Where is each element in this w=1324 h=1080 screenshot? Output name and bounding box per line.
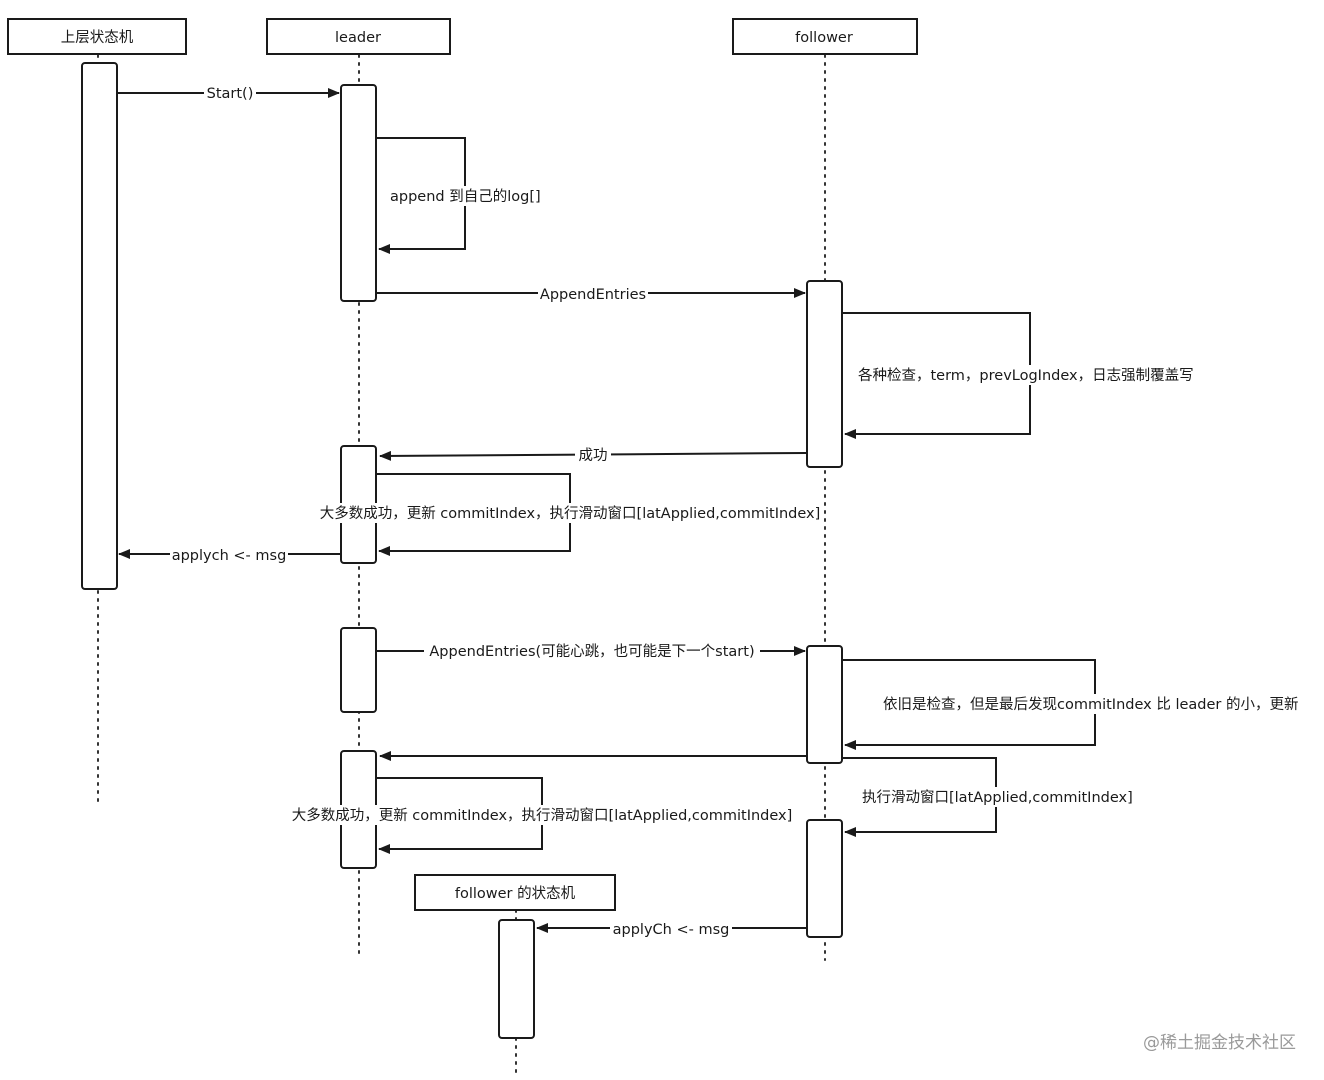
label-success: 成功 [579, 447, 608, 464]
label-follower-window: 执行滑动窗口[latApplied,commitIndex] [862, 788, 1133, 806]
label-append-entries-2: AppendEntries(可能心跳，也可能是下一个start) [429, 643, 754, 660]
activation-leader-1 [340, 84, 377, 302]
participant-follower: follower [732, 18, 918, 55]
label-follower-checks-2: 依旧是检查，但是最后发现commitIndex 比 leader 的小，更新 [883, 696, 1298, 713]
watermark: @稀土掘金技术社区 [1143, 1033, 1296, 1053]
participant-follower-sm-label: follower 的状态机 [455, 885, 576, 902]
label-follower-checks: 各种检查，term，prevLogIndex，日志强制覆盖写 [858, 367, 1194, 384]
activation-follower-2 [806, 645, 843, 764]
activation-follower-3 [806, 819, 843, 938]
participant-leader-label: leader [335, 30, 381, 46]
label-applych: applych <- msg [172, 548, 287, 564]
label-applych-2: applyCh <- msg [613, 922, 730, 938]
activation-follower-1 [806, 280, 843, 468]
label-append-entries: AppendEntries [540, 287, 646, 303]
participant-follower-label: follower [795, 30, 853, 46]
participant-leader: leader [266, 18, 451, 55]
activation-upper-sm [81, 62, 118, 590]
activation-leader-3 [340, 627, 377, 713]
participant-upper-sm-label: 上层状态机 [61, 29, 134, 46]
label-start: Start() [207, 86, 254, 102]
participant-upper-sm: 上层状态机 [7, 18, 187, 55]
label-append-self: append 到自己的log[] [390, 188, 541, 205]
activation-follower-sm [498, 919, 535, 1039]
participant-follower-sm: follower 的状态机 [414, 874, 616, 911]
label-majority-2: 大多数成功，更新 commitIndex，执行滑动窗口[latApplied,c… [292, 806, 793, 824]
label-majority-1: 大多数成功，更新 commitIndex，执行滑动窗口[latApplied,c… [320, 504, 821, 522]
